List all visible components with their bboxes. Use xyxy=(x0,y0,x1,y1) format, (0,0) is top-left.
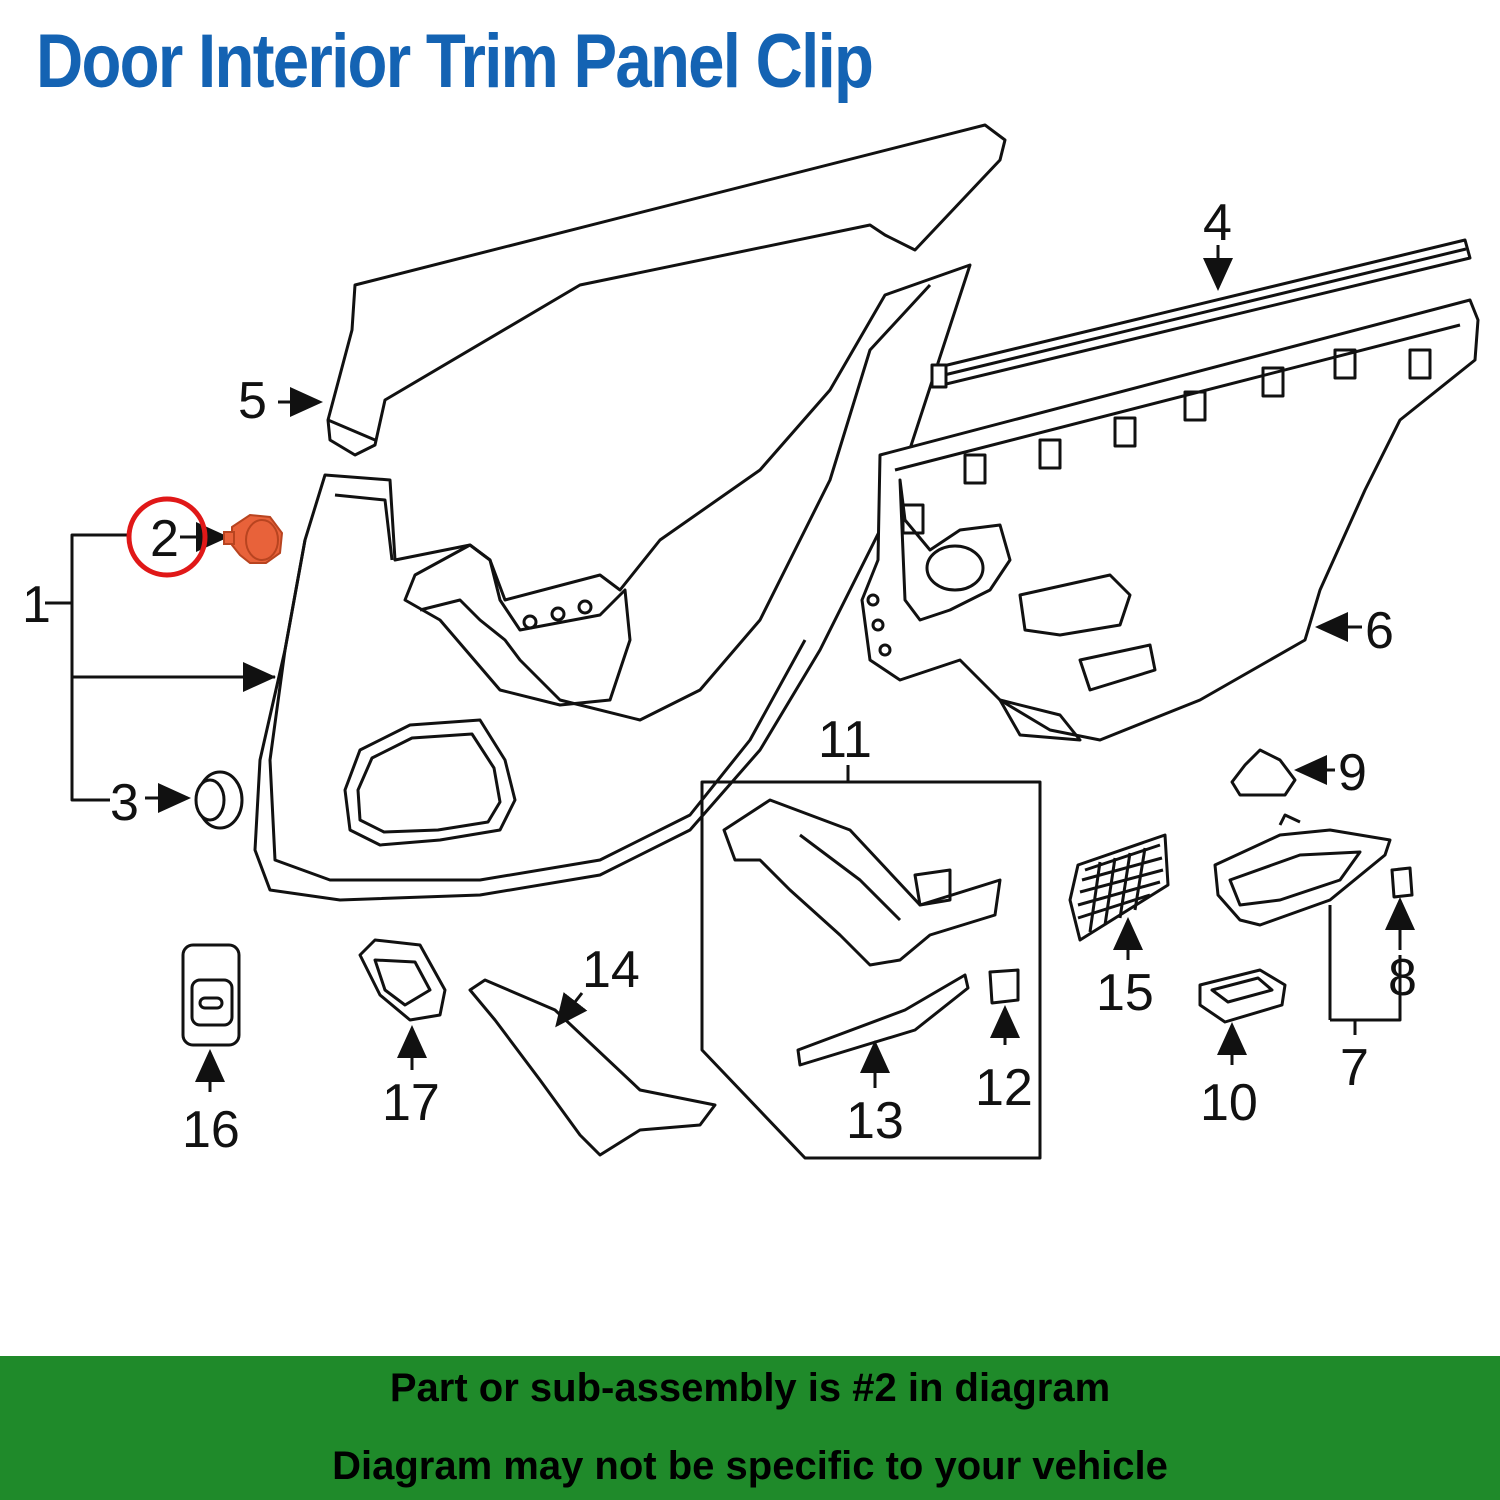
footer-disclaimer: Diagram may not be specific to your vehi… xyxy=(332,1444,1168,1488)
callout-3: 3 xyxy=(110,774,139,832)
highlight-circle xyxy=(126,496,208,578)
door-inner-carrier xyxy=(860,298,1480,742)
callout-11: 11 xyxy=(818,711,872,769)
highlighted-clip-part-2 xyxy=(223,513,284,564)
upper-trim-panel xyxy=(326,123,1007,457)
callout-5: 5 xyxy=(238,372,267,430)
callout-2: 2 xyxy=(150,510,179,568)
callout-9: 9 xyxy=(1338,744,1367,802)
sub-assembly-box-11 xyxy=(700,780,1042,1160)
callout-6: 6 xyxy=(1365,602,1394,660)
footer-banner xyxy=(0,1356,1500,1500)
callout-7: 7 xyxy=(1340,1039,1369,1097)
callout-17: 17 xyxy=(382,1074,440,1132)
callout-4: 4 xyxy=(1203,194,1232,252)
callout-14: 14 xyxy=(582,941,640,999)
callout-10: 10 xyxy=(1200,1074,1258,1132)
switch-bezel xyxy=(1198,968,1287,1024)
callout-15: 15 xyxy=(1096,964,1154,1022)
callout-1: 1 xyxy=(22,576,51,634)
callout-13: 13 xyxy=(846,1092,904,1150)
trim-strip xyxy=(468,978,717,1157)
part-9-clip xyxy=(1230,748,1297,797)
belt-weatherstrip xyxy=(930,238,1472,389)
part-3-clip xyxy=(194,770,244,830)
page-title: Door Interior Trim Panel Clip xyxy=(36,19,874,104)
callout-8: 8 xyxy=(1388,949,1417,1007)
callout-16: 16 xyxy=(182,1101,240,1159)
door-handle xyxy=(1213,813,1392,927)
callout-12: 12 xyxy=(975,1059,1033,1117)
footer-part-note: Part or sub-assembly is #2 in diagram xyxy=(389,1366,1111,1410)
part-8-connector xyxy=(1390,866,1414,899)
parts-diagram: 1 2 3 4 5 6 7 8 9 10 11 12 13 14 15 16 1… xyxy=(22,123,1480,1160)
switch-panel xyxy=(358,938,447,1022)
speaker-grille xyxy=(1068,833,1170,942)
window-switch xyxy=(181,943,241,1047)
door-trim-panel xyxy=(253,263,972,902)
